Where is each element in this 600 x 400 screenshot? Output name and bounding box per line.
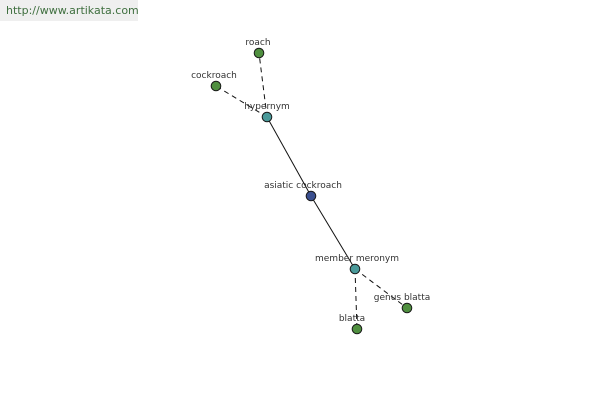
node-label-blatta: blatta bbox=[339, 314, 365, 324]
node-asiatic-cockroach[interactable] bbox=[305, 190, 317, 202]
node-label-cockroach: cockroach bbox=[191, 71, 237, 81]
node-member-meronym[interactable] bbox=[349, 263, 361, 275]
watermark-bar: http://www.artikata.com bbox=[0, 0, 139, 21]
edge-member-meronym-to-blatta bbox=[354, 268, 358, 330]
node-roach[interactable] bbox=[253, 47, 265, 59]
node-label-hypernym: hypernym bbox=[244, 102, 290, 112]
graph-edges bbox=[215, 52, 408, 330]
node-label-genus-blatta: genus blatta bbox=[374, 293, 431, 303]
node-label-roach: roach bbox=[245, 38, 270, 48]
edge-asiatic-cockroach-to-member-meronym bbox=[310, 195, 356, 270]
watermark-link: http://www.artikata.com bbox=[6, 4, 139, 17]
graph-labels: asiatic cockroach hypernym member meronym r… bbox=[191, 38, 430, 324]
node-label-member-meronym: member meronym bbox=[315, 254, 399, 264]
graph-nodes bbox=[210, 47, 413, 335]
node-cockroach[interactable] bbox=[210, 80, 222, 92]
edge-asiatic-cockroach-to-hypernym bbox=[266, 116, 312, 197]
edge-hypernym-to-cockroach bbox=[215, 85, 268, 118]
node-genus-blatta[interactable] bbox=[401, 302, 413, 314]
node-label-asiatic-cockroach: asiatic cockroach bbox=[264, 181, 342, 191]
node-hypernym[interactable] bbox=[261, 111, 273, 123]
edge-member-meronym-to-genus-blatta bbox=[354, 268, 408, 309]
edge-hypernym-to-roach bbox=[258, 52, 268, 118]
node-blatta[interactable] bbox=[351, 323, 363, 335]
